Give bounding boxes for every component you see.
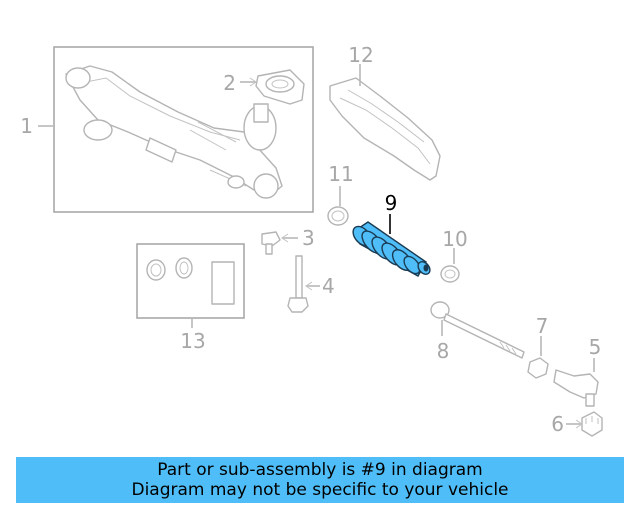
part-9-steering-boot[interactable]: [350, 221, 433, 277]
part-7-jam-nut[interactable]: [527, 357, 549, 379]
part-4-long-bolt[interactable]: [287, 255, 309, 313]
parts-diagram: 1 2 12 11 9 10: [20, 43, 603, 437]
part-1-steering-gear[interactable]: [53, 46, 314, 213]
callout-11: 11: [328, 162, 353, 186]
banner-line-1: Part or sub-assembly is #9 in diagram: [157, 460, 483, 480]
part-2-mount-bushing[interactable]: [255, 69, 305, 105]
callout-7: 7: [536, 314, 549, 338]
callout-13: 13: [180, 329, 205, 353]
banner-line-2: Diagram may not be specific to your vehi…: [131, 480, 509, 500]
part-12-heat-shield[interactable]: [329, 77, 441, 181]
callout-1: 1: [20, 114, 33, 138]
callout-2: 2: [223, 71, 236, 95]
callout-9: 9: [385, 191, 398, 215]
part-5-outer-tie-rod-end[interactable]: [553, 369, 599, 407]
callout-4: 4: [322, 274, 335, 298]
part-8-inner-tie-rod[interactable]: [430, 301, 525, 359]
callout-5: 5: [589, 335, 602, 359]
part-13-boot-kit[interactable]: [136, 243, 245, 319]
part-6-castle-nut[interactable]: [581, 411, 603, 437]
callout-10: 10: [442, 227, 467, 251]
part-11-clamp[interactable]: [327, 206, 349, 226]
part-10-clamp[interactable]: [440, 265, 460, 283]
callout-12: 12: [348, 43, 373, 67]
callout-6: 6: [551, 412, 564, 436]
info-banner: Part or sub-assembly is #9 in diagram Di…: [16, 457, 624, 503]
callout-8: 8: [437, 339, 450, 363]
part-3-bolt[interactable]: [261, 231, 281, 255]
callout-3: 3: [302, 226, 315, 250]
